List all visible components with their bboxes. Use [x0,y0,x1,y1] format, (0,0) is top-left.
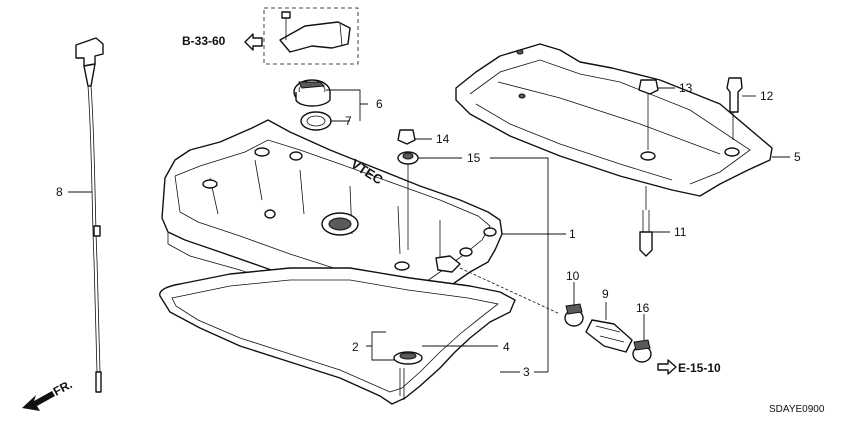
leader-lines [68,87,790,373]
ref-b-33-60: B-33-60 [182,34,226,48]
diagram-code: SDAYE0900 [769,404,825,415]
callout-15: 15 [467,151,481,165]
callout-9: 9 [602,287,609,301]
ignition-coil-cover [455,43,773,197]
breather-tube-9 [585,319,633,353]
tube-clamp-10 [564,303,584,327]
front-direction-arrow: FR. [22,377,74,411]
cover-bolt-13 [638,79,659,150]
oil-filler-cap [293,79,331,107]
ref-e-15-10: E-15-10 [678,361,721,375]
callout-8: 8 [56,185,63,199]
spark-plug-tube-seal [393,351,423,400]
callout-labels: 1 2 3 4 5 6 7 8 9 10 11 12 13 14 15 16 [56,81,801,379]
stud-bolt-11 [639,186,653,257]
dipstick [75,37,104,393]
cap-o-ring [300,111,332,131]
callout-6: 6 [376,97,383,111]
callout-7: 7 [345,114,352,128]
callout-13: 13 [679,81,693,95]
callout-3: 3 [523,365,530,379]
head-cover-gasket [159,267,516,405]
callout-12: 12 [760,89,774,103]
upper-reference: B-33-60 [182,7,359,65]
callout-16: 16 [636,301,650,315]
lower-reference: E-15-10 [657,359,721,375]
callout-5: 5 [794,150,801,164]
callout-14: 14 [436,132,450,146]
breather-connection-line [459,267,561,315]
callout-2: 2 [352,340,359,354]
tube-clamp-16 [632,339,652,363]
callout-4: 4 [503,340,510,354]
callout-11: 11 [674,225,687,239]
stud-bolt-12 [726,77,743,140]
head-cover-washer-bolt-14 [397,129,416,145]
callout-1: 1 [569,227,576,241]
callout-10: 10 [566,269,580,283]
